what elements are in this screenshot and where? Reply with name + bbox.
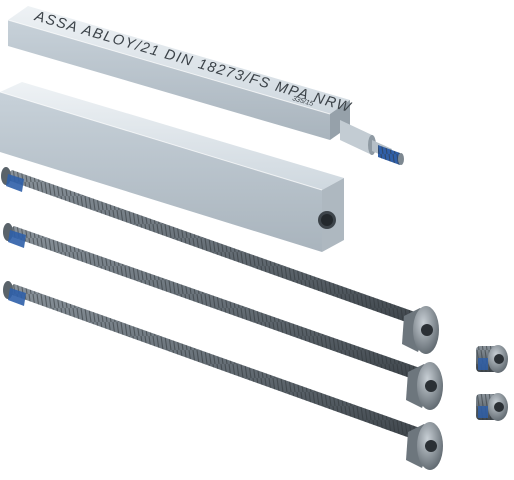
countersunk-screw: [3, 223, 443, 410]
threaded-nut: [476, 345, 508, 373]
coupling-sleeve: [0, 82, 344, 252]
spindle-shaft-end: [340, 120, 404, 165]
countersunk-screw: [3, 281, 443, 470]
threaded-nut: [476, 393, 508, 421]
countersunk-screw: [1, 167, 439, 354]
